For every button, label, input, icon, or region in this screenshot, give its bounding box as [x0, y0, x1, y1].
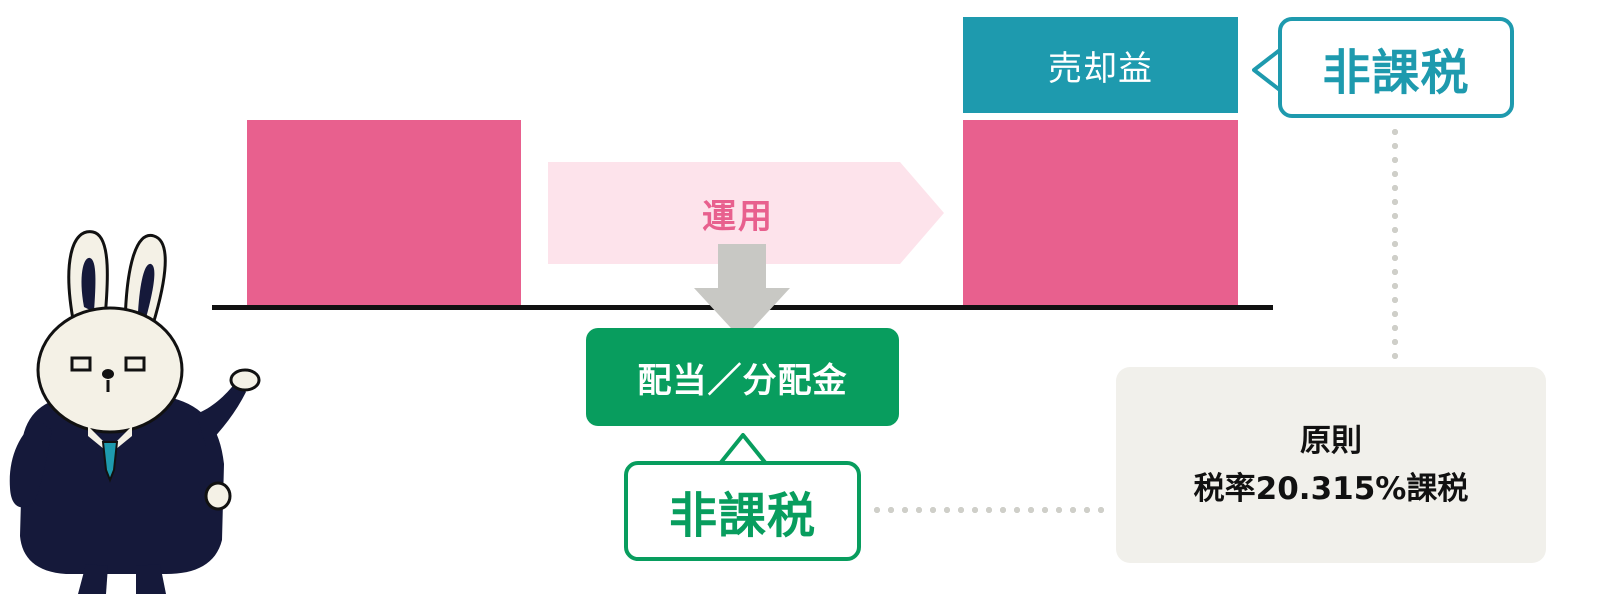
gain-rule-dotted-connector [1392, 125, 1398, 363]
dividend-tax-free-callout: 非課税 [624, 461, 861, 561]
dividend-rule-dotted-connector [870, 506, 1110, 514]
dividend-distribution-box: 配当／分配金 [586, 328, 899, 426]
initial-principal-bar [247, 120, 521, 305]
final-principal-bar [963, 120, 1238, 305]
dividend-down-arrow [694, 244, 790, 340]
rule-title: 原則 [1300, 422, 1362, 459]
standard-tax-rule-box: 原則 税率20.315%課税 [1116, 367, 1546, 563]
investment-flow-label: 運用 [702, 196, 774, 237]
gain-tax-free-callout: 非課税 [1278, 17, 1514, 118]
investment-flow-arrow [548, 162, 944, 264]
rabbit-businessman-illustration [9, 230, 261, 594]
rule-tax-rate: 税率20.315%課税 [1193, 471, 1469, 507]
capital-gain-block: 売却益 [963, 17, 1238, 113]
